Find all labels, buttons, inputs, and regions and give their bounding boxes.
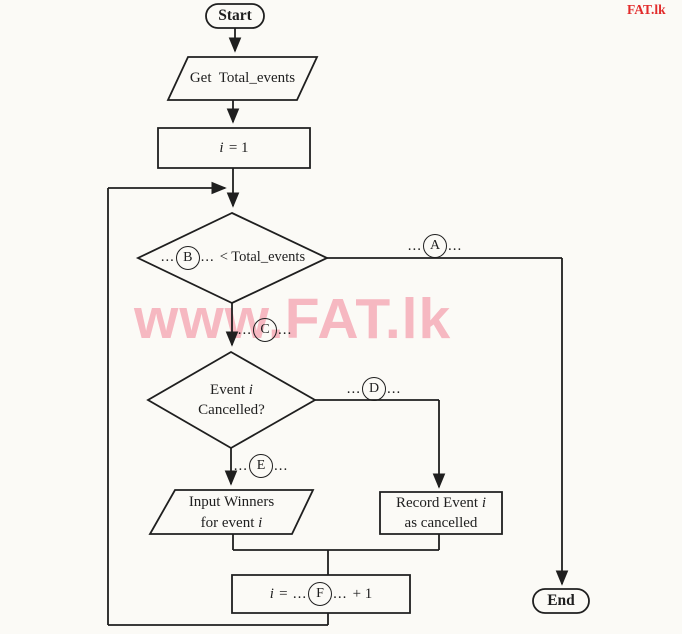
increment-label: i = ...F... + 1 <box>232 575 410 613</box>
c-post-dots: ... <box>278 321 293 338</box>
circled-letter-B: B <box>175 246 200 270</box>
c-pre-dots: ... <box>237 321 252 338</box>
decision-cancelled-line1-var: i <box>248 381 253 398</box>
f-post-dots: ... <box>333 585 348 602</box>
decision-cancelled-line2: Cancelled? <box>198 402 265 418</box>
a-post-dots: ... <box>448 237 463 254</box>
end-terminal-shape <box>533 589 589 613</box>
site-logo: FAT.lk <box>627 2 666 17</box>
increment-tail: + 1 <box>352 585 373 602</box>
record-cancelled-line1: Record Event i <box>396 493 486 513</box>
record-cancelled-label: Record Event i as cancelled <box>380 493 502 533</box>
branch-label-e: ...E... <box>221 453 301 479</box>
decision-cancelled-lines: Event i Cancelled? <box>198 380 265 421</box>
circled-letter-C: C <box>253 318 277 342</box>
record-cancelled-line1-text: Record Event <box>396 494 479 511</box>
init-label: i = 1 <box>158 128 310 168</box>
b-post-dots: ... <box>200 249 215 266</box>
end-label: End <box>547 591 575 609</box>
e-pre-dots: ... <box>233 457 248 474</box>
input-winners-label: Input Winners for event i <box>150 491 313 534</box>
a-pre-dots: ... <box>407 237 422 254</box>
get-total-events-label: Get Total_events <box>189 70 296 87</box>
init-shape <box>158 128 310 168</box>
circled-letter-E: E <box>249 454 273 478</box>
d-post-dots: ... <box>387 380 402 397</box>
circled-letter-A: A <box>423 234 447 258</box>
input-winners-lines: Input Winners for event i <box>189 492 274 533</box>
input-winners-line2-var: i <box>258 514 263 531</box>
e-post-dots: ... <box>274 457 289 474</box>
decision-cancelled-label: Event i Cancelled? <box>148 378 315 422</box>
record-cancelled-line1-var: i <box>481 494 486 511</box>
input-winners-line2-text: for event <box>200 514 255 531</box>
decision-total-label: ...B... < Total_events <box>133 236 333 280</box>
decision-total-rest: < Total_events <box>219 249 306 266</box>
circled-letter-F: F <box>308 582 333 606</box>
start-label: Start <box>218 6 252 24</box>
f-pre-dots: ... <box>292 585 308 602</box>
init-rest: = 1 <box>228 139 249 156</box>
branch-label-d: ...D... <box>334 376 414 402</box>
watermark-text: www.FAT.lk <box>134 287 452 351</box>
increment-var: i <box>269 585 274 602</box>
record-cancelled-line2: as cancelled <box>404 515 478 531</box>
increment-shape <box>232 575 410 613</box>
input-winners-shape <box>150 490 313 534</box>
get-total-events-shape <box>168 57 317 100</box>
init-var: i <box>219 139 224 156</box>
record-cancelled-shape <box>380 492 502 534</box>
decision-cancelled-line1-text: Event <box>210 381 246 398</box>
increment-eq: = <box>279 585 288 602</box>
input-winners-line1: Input Winners <box>188 494 275 511</box>
b-pre-dots: ... <box>160 249 175 266</box>
decision-cancelled-line1: Event i <box>198 380 265 400</box>
branch-label-a: ...A... <box>395 233 475 259</box>
record-cancelled-lines: Record Event i as cancelled <box>396 493 486 534</box>
circled-letter-D: D <box>362 377 386 401</box>
d-pre-dots: ... <box>346 380 361 397</box>
input-winners-line2: for event i <box>189 513 274 533</box>
branch-label-c: ...C... <box>225 316 305 344</box>
